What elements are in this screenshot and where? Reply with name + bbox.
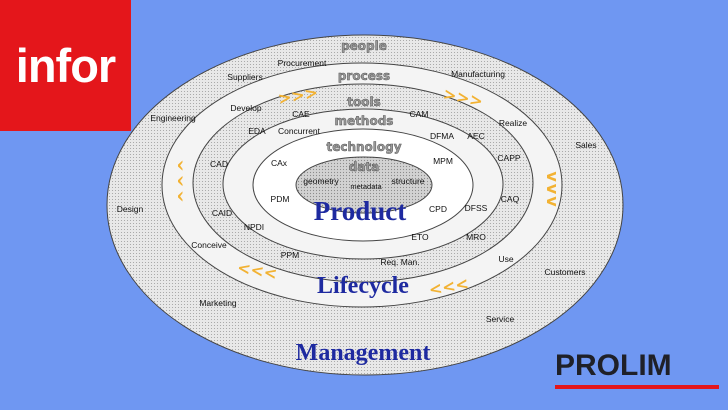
flow-arrows-right: vvv [543,171,562,208]
label-procurement: Procurement [278,58,327,68]
label-mpm: MPM [433,156,453,166]
label-develop: Develop [230,103,261,113]
title-product: Product [314,196,407,226]
label-service: Service [486,314,515,324]
data-core [295,156,433,214]
label-concurrent: Concurrent [278,126,321,136]
label-ppm: PPM [281,250,299,260]
label-engineering: Engineering [150,113,196,123]
label-use: Use [498,254,513,264]
label-cpd: CPD [429,204,447,214]
label-pdm: PDM [271,194,290,204]
prolim-logo-text: PROLIM [555,349,672,382]
label-cam: CAM [410,109,429,119]
label-sales: Sales [575,140,596,150]
ring-title-process: process [338,69,390,83]
label-cax: CAx [271,158,288,168]
ring-title-people: people [341,39,387,53]
infor-logo: infor [0,0,131,131]
label-suppliers: Suppliers [227,72,262,82]
label-capp: CAPP [497,153,520,163]
label-manufacturing: Manufacturing [451,69,505,79]
ring-title-methods: methods [335,114,394,128]
ring-title-technology: technology [326,140,401,154]
title-lifecycle: Lifecycle [317,273,409,299]
label-dfss: DFSS [465,203,488,213]
prolim-logo-underline [555,385,719,389]
prolim-logo: PROLIM [555,349,721,395]
label-npdi: NPDI [244,222,264,232]
label-metadata: metadata [350,182,382,191]
infor-logo-text: infor [15,39,116,92]
label-design: Design [117,204,144,214]
label-eto: ETO [411,232,429,242]
label-conceive: Conceive [191,240,227,250]
title-management: Management [296,340,431,366]
label-eda: EDA [248,126,266,136]
ring-title-tools: tools [347,95,380,109]
label-caq: CAQ [501,194,520,204]
label-structure: structure [391,176,424,186]
label-cae: CAE [292,109,310,119]
label-customers: Customers [544,267,585,277]
label-req-man: Req. Man. [380,257,419,267]
label-dfma: DFMA [430,131,454,141]
label-geometry: geometry [303,176,339,186]
label-cad: CAD [210,159,228,169]
label-mro: MRO [466,232,486,242]
label-marketing: Marketing [199,298,237,308]
flow-arrows-left: ^^^ [175,157,194,203]
ring-title-data: data [349,160,380,174]
label-caid: CAID [212,208,232,218]
label-aec: AEC [467,131,484,141]
label-realize: Realize [499,118,528,128]
